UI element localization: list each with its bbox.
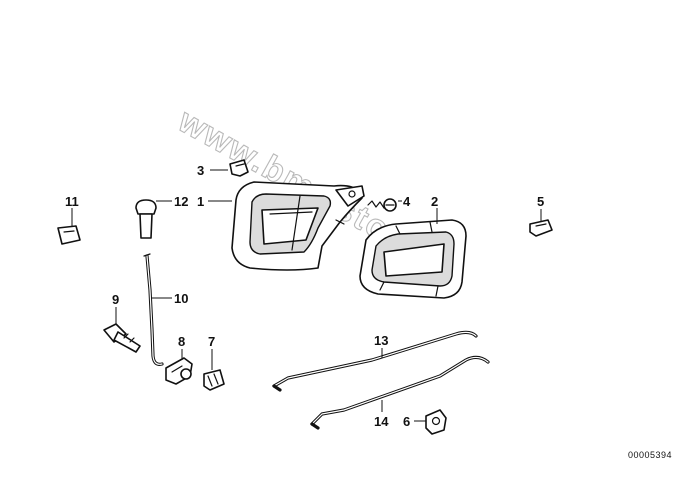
callout-7: 7: [208, 334, 215, 349]
part-7-clip[interactable]: [203, 369, 225, 391]
part-2-bezel-frame[interactable]: [359, 219, 467, 299]
callout-3: 3: [197, 163, 204, 178]
part-8-rod-holder[interactable]: [165, 357, 193, 385]
part-6-clip[interactable]: [425, 409, 447, 435]
part-1-handle-housing[interactable]: [231, 181, 365, 271]
part-11-clip[interactable]: [57, 225, 81, 245]
leader-lines: [71, 169, 542, 422]
document-number: 00005394: [627, 450, 672, 460]
part-10-lock-rod[interactable]: [143, 253, 164, 366]
callout-8: 8: [178, 334, 185, 349]
callout-11: 11: [65, 194, 79, 209]
part-3-clip[interactable]: [229, 159, 249, 177]
callout-5: 5: [537, 194, 544, 209]
part-9-bolt[interactable]: [103, 323, 141, 353]
part-14-rod[interactable]: [310, 355, 490, 430]
callout-2: 2: [431, 194, 438, 209]
callout-4: 4: [403, 194, 411, 209]
part-12-lock-button[interactable]: [135, 199, 157, 239]
callout-6: 6: [403, 414, 410, 429]
callout-13: 13: [374, 333, 388, 348]
callout-14: 14: [374, 414, 389, 429]
callout-12: 12: [174, 194, 188, 209]
callout-labels: 1 2 3 4 5 6 7 8 9 10 11 12 13 14: [65, 163, 544, 429]
part-5-clip[interactable]: [529, 219, 553, 237]
callout-9: 9: [112, 292, 119, 307]
part-4-screw[interactable]: [367, 198, 397, 212]
callout-1: 1: [197, 194, 204, 209]
callout-10: 10: [174, 291, 188, 306]
part-13-rod[interactable]: [272, 330, 478, 392]
